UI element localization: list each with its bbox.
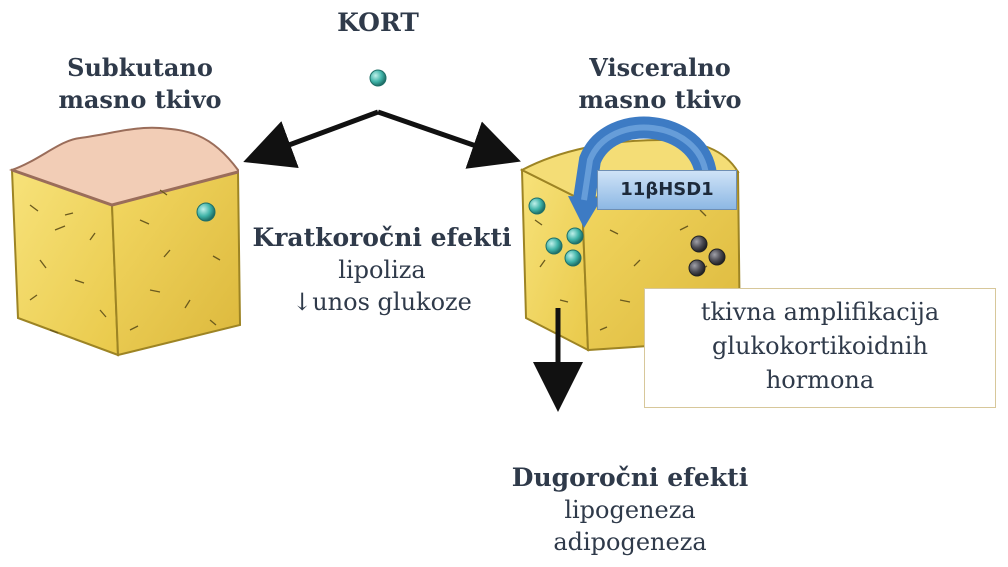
visceral-label-line1: Visceralno: [589, 53, 731, 82]
inactive-cortisone-molecule-icon: [688, 259, 706, 277]
subcutaneous-fat-cube: [9, 126, 242, 357]
amplification-line1: tkivna amplifikacija: [700, 298, 940, 326]
cortisol-molecule-icon: [566, 227, 584, 245]
tissue-amplification-box: tkivna amplifikacija glukokortikoidnih h…: [644, 288, 996, 408]
visceral-tissue-label: Visceralno masno tkivo: [540, 52, 780, 116]
inactive-cortisone-molecule-icon: [690, 235, 708, 253]
amplification-line3: hormona: [765, 366, 875, 394]
subcutaneous-label-line1: Subkutano: [67, 53, 213, 82]
long-term-item-lipogenesis: lipogeneza: [564, 496, 696, 524]
cortisol-molecule-icon: [564, 249, 582, 267]
short-term-heading: Kratkoročni efekti: [252, 223, 512, 252]
short-term-item-lipolysis: lipoliza: [338, 256, 426, 284]
inactive-cortisone-molecule-icon: [708, 248, 726, 266]
long-term-heading: Dugoročni efekti: [511, 463, 749, 492]
enzyme-conversion-arrow: [568, 116, 717, 228]
cortisol-molecule-icon: [196, 202, 216, 222]
long-term-effects: Dugoročni efekti lipogeneza adipogeneza: [470, 462, 790, 558]
cortisol-molecule-icon: [545, 237, 563, 255]
subcutaneous-tissue-label: Subkutano masno tkivo: [40, 52, 240, 116]
cortisol-molecule-icon: [369, 69, 387, 87]
amplification-line2: glukokortikoidnih: [712, 332, 928, 360]
short-term-effects: Kratkoročni efekti lipoliza ↓unos glukoz…: [232, 222, 532, 318]
cortisol-label: KORT: [337, 8, 419, 37]
subcutaneous-label-line2: masno tkivo: [58, 85, 222, 114]
enzyme-11bhsd1-label: 11βHSD1: [597, 170, 737, 210]
cortisol-molecule-icon: [528, 197, 546, 215]
short-term-item-glucose-uptake: ↓unos glukoze: [292, 288, 472, 316]
long-term-item-adipogenesis: adipogeneza: [553, 528, 707, 556]
arrow-to-subcutaneous: [243, 109, 379, 169]
arrow-to-visceral: [377, 109, 521, 169]
branch-arrows: [243, 109, 521, 169]
visceral-label-line2: masno tkivo: [578, 85, 742, 114]
